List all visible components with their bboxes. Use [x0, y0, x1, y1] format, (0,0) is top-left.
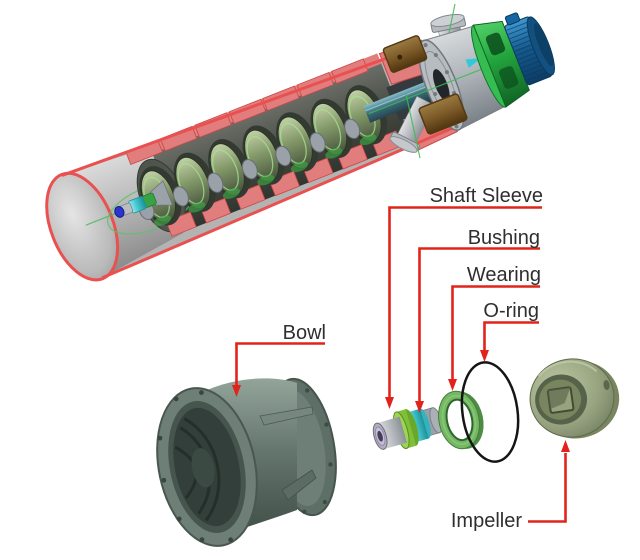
shaft-tip-blue-nut	[114, 206, 125, 218]
sleeve-bore	[377, 430, 383, 442]
arrow-wearing	[448, 379, 457, 391]
callout-line-bushing	[418, 247, 540, 402]
callout-line-shaft-sleeve	[388, 206, 542, 398]
bracket-hole	[397, 54, 403, 60]
flow-arrow-icon	[465, 58, 482, 68]
arrow-shaft-sleeve	[385, 397, 394, 409]
bracket-lower	[418, 93, 468, 135]
arrow-bushing	[415, 401, 424, 413]
pipe-axis-line	[405, 93, 421, 159]
shaft-tip	[114, 180, 174, 218]
bowl-rib-bottom	[281, 469, 317, 501]
callout-line-impeller	[528, 453, 567, 523]
flange-bolts	[157, 390, 234, 543]
label-bowl: Bowl	[283, 322, 326, 344]
arrow-o-ring	[480, 350, 489, 362]
bracket-upper	[382, 35, 428, 73]
discharge-head	[368, 25, 507, 131]
cut-edge-top	[61, 43, 424, 177]
impeller-bore-shadow	[547, 387, 571, 410]
o-ring-part	[460, 361, 520, 463]
label-shaft-sleeve: Shaft Sleeve	[430, 185, 543, 207]
pump-cutaway	[45, 12, 555, 282]
motor	[504, 12, 555, 86]
ring-highlight	[441, 395, 477, 445]
callout-line-o-ring	[483, 321, 539, 351]
motor-end-cap	[534, 23, 554, 67]
callout-labels: Shaft Sleeve Bushing Wearing O-ring Bowl…	[283, 185, 543, 532]
bowl-rib-top	[259, 406, 314, 426]
bowl-hub	[191, 448, 215, 488]
pipe-flange-face	[389, 136, 418, 153]
nozzle-flange-face	[430, 13, 465, 28]
impeller-highlight	[537, 360, 598, 378]
label-bushing: Bushing	[468, 227, 540, 249]
shaft-sleeve-part	[372, 407, 443, 450]
flange-bolts	[281, 383, 333, 514]
lantern-window-bottom	[499, 66, 519, 89]
callout-line-wearing	[451, 285, 540, 380]
arrow-bowl	[232, 385, 241, 397]
bracket-plate	[418, 93, 468, 135]
cut-edge-bottom	[101, 125, 457, 280]
label-o-ring: O-ring	[483, 300, 539, 322]
bowl-part	[156, 377, 337, 547]
sleeve-body-group	[372, 416, 407, 450]
callout-line-bowl	[235, 342, 325, 386]
impeller-part	[529, 358, 620, 439]
motor-fins	[506, 21, 550, 82]
bowl-left-flange	[156, 387, 258, 547]
callout-arrows	[232, 350, 570, 452]
label-impeller: Impeller	[451, 510, 522, 532]
lantern-window-top	[485, 32, 506, 56]
axis-line-head	[368, 64, 492, 115]
motor-junction-box	[504, 12, 521, 26]
bracket-plate	[382, 35, 428, 73]
callout-lines	[235, 206, 567, 523]
impeller-balance-slot	[603, 380, 610, 391]
label-wearing: Wearing	[467, 264, 541, 286]
motor-lantern	[471, 20, 530, 108]
arrow-impeller	[561, 440, 570, 452]
